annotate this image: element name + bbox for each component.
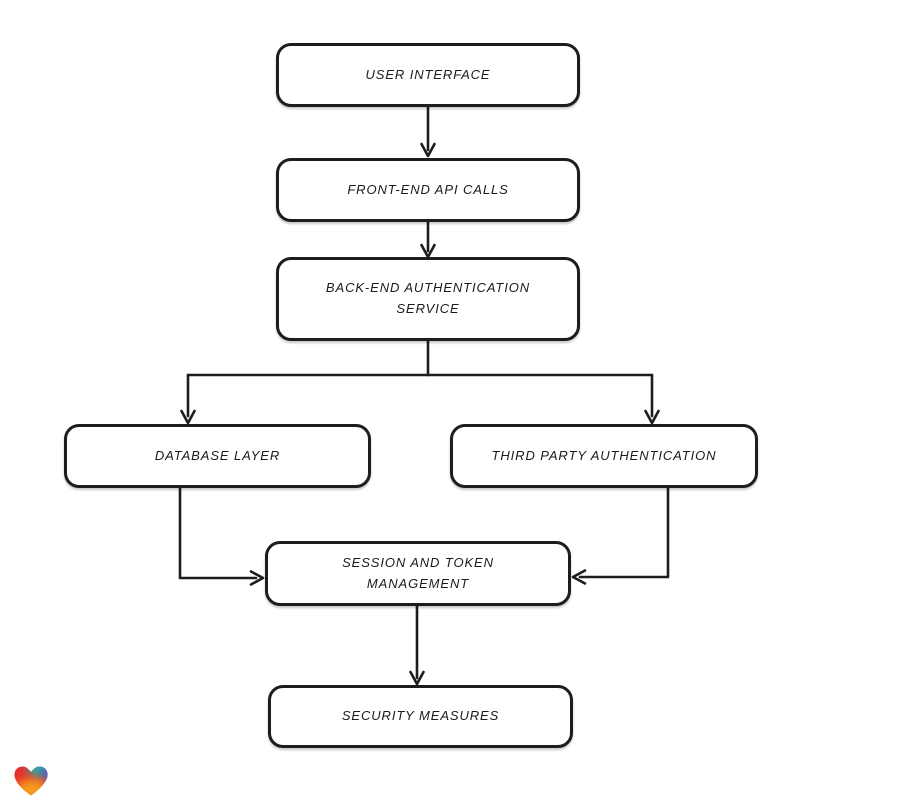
arrow-front-end-to-back-end [420,220,436,259]
arrow-third-party-to-session [571,486,670,585]
arrow-session-to-security [409,604,425,686]
node-database-layer-label: DATABASE LAYER [154,447,281,463]
node-third-party-authentication[interactable]: THIRD PARTY AUTHENTICATION [450,424,758,488]
node-security-measures[interactable]: SECURITY MEASURES [268,685,573,748]
node-database-layer[interactable]: DATABASE LAYER [64,424,371,488]
node-front-end-api-calls[interactable]: FRONT-END API CALLS [276,158,580,222]
node-user-interface[interactable]: USER INTERFACE [276,43,580,107]
node-third-party-authentication-label: THIRD PARTY AUTHENTICATION [491,447,717,463]
node-back-end-authentication-service-label: BACK-END AUTHENTICATION SERVICE [325,280,531,316]
node-back-end-authentication-service[interactable]: BACK-END AUTHENTICATION SERVICE [276,257,580,341]
arrow-database-to-session [178,486,265,586]
node-session-and-token-management[interactable]: SESSION AND TOKEN MANAGEMENT [265,541,571,606]
node-user-interface-label: USER INTERFACE [365,66,491,82]
arrow-back-end-branch [180,339,660,425]
node-security-measures-label: SECURITY MEASURES [341,708,500,724]
gradient-heart-logo[interactable] [11,761,51,798]
node-front-end-api-calls-label: FRONT-END API CALLS [347,181,509,197]
node-session-and-token-management-label: SESSION AND TOKEN MANAGEMENT [342,554,494,591]
arrow-user-interface-to-front-end [420,105,436,158]
